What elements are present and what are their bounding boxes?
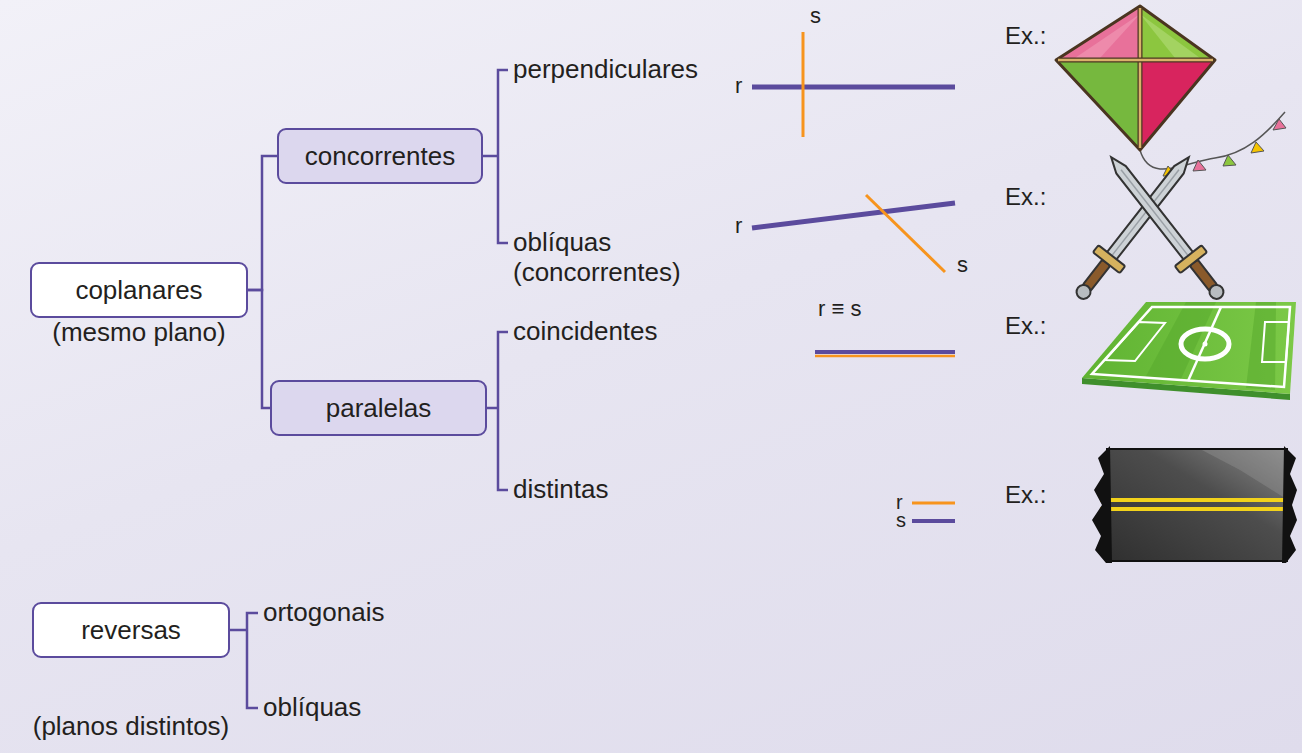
road-illustration-part [1282, 446, 1297, 563]
category-box: paralelas [270, 380, 487, 436]
swords-illustration-part-part [1175, 245, 1207, 273]
swords-illustration-part-part [1106, 153, 1194, 261]
leaf-label: distintas [513, 475, 608, 505]
coincident-lines-part [815, 350, 955, 354]
oblique-lines-part [752, 203, 955, 228]
field-illustration-part [1092, 307, 1290, 387]
bracket [230, 70, 508, 708]
leaf-label: oblíquas [263, 693, 361, 723]
swords-illustration [1066, 147, 1234, 308]
kite-illustration-part [1223, 155, 1236, 166]
category-box: reversas(planos distintos) [32, 602, 230, 658]
example-label: Ex.: [1005, 312, 1046, 340]
line-name: s [810, 3, 821, 28]
kite-illustration-part [1139, 8, 1142, 148]
kite-illustration-part [1273, 119, 1286, 130]
swords-illustration-part-part [1207, 282, 1227, 302]
road-illustration-part [1106, 448, 1288, 450]
coincident-lines-part [815, 355, 955, 358]
box-title: coplanares [75, 276, 202, 305]
example-label: Ex.: [1005, 22, 1046, 50]
bracket-part [487, 407, 498, 410]
line-name: r ≡ s [818, 296, 861, 321]
road-illustration-part [1200, 449, 1288, 500]
box-title: paralelas [326, 394, 432, 423]
parallel-lines-part [912, 502, 955, 505]
road-illustration-part [1092, 446, 1112, 563]
coincident-lines [815, 352, 955, 356]
field-illustration-part [1082, 302, 1296, 394]
field-illustration [1082, 302, 1296, 400]
swords-illustration-part [1066, 147, 1202, 308]
perpendicular-lines [752, 32, 955, 137]
line-name: r [735, 73, 742, 98]
oblique-lines-part [866, 195, 945, 272]
kite-illustration-part [1075, 14, 1140, 58]
kite-illustration-part [1058, 59, 1213, 62]
example-label: Ex.: [1005, 481, 1046, 509]
field-illustration-part [1262, 322, 1289, 362]
road-illustration-part [1106, 560, 1288, 562]
field-illustration-part [1203, 342, 1208, 347]
kite-illustration-part [1193, 160, 1206, 171]
example-label: Ex.: [1005, 183, 1046, 211]
field-illustration-part [1105, 322, 1165, 361]
bracket-part [483, 155, 498, 158]
tree-connector [248, 290, 270, 408]
line-name: r [735, 213, 742, 238]
box-note: (planos distintos) [33, 712, 230, 742]
field-illustration-part [1181, 329, 1229, 359]
field-illustration-part [1188, 307, 1221, 381]
kite-illustration-part [1058, 58, 1213, 63]
road-illustration-part [1100, 498, 1290, 502]
kite-illustration-part [1056, 6, 1215, 150]
swords-illustration-part-part [1093, 245, 1125, 273]
parallel-lines [912, 503, 955, 521]
road-illustration-part [1106, 449, 1288, 561]
swords-illustration-part [1098, 147, 1234, 308]
bracket-part [498, 70, 508, 243]
line-name: s [957, 252, 968, 277]
kite-illustration-part [1140, 14, 1200, 58]
bracket-part [498, 332, 508, 490]
category-box: coplanares(mesmo plano) [30, 262, 248, 318]
road-illustration [1092, 446, 1297, 563]
line-name: s [896, 509, 906, 532]
leaf-label: oblíquas (concorrentes) [513, 228, 725, 288]
swords-illustration-part-part [1121, 170, 1187, 255]
bracket-part [230, 629, 247, 632]
category-box: concorrentes [277, 128, 483, 184]
kite-illustration [1056, 6, 1286, 176]
oblique-lines [752, 195, 955, 272]
kite-illustration-part [1251, 142, 1264, 153]
perpendicular-lines-part [752, 85, 955, 90]
field-illustration-part [1246, 302, 1276, 390]
leaf-label: perpendiculares [513, 55, 698, 85]
box-title: concorrentes [305, 142, 455, 171]
perpendicular-lines-part [802, 32, 805, 137]
leaf-label: coincidentes [513, 317, 658, 347]
box-note: (mesmo plano) [52, 318, 225, 348]
kite-illustration-part [1138, 8, 1143, 148]
road-illustration-part [1100, 507, 1290, 511]
leaf-label: ortogonais [263, 598, 384, 628]
box-title: reversas [81, 616, 181, 645]
swords-illustration-part-part [1074, 282, 1094, 302]
bracket-part [247, 613, 258, 708]
tree-connector [248, 156, 277, 290]
parallel-lines-part [912, 519, 955, 523]
